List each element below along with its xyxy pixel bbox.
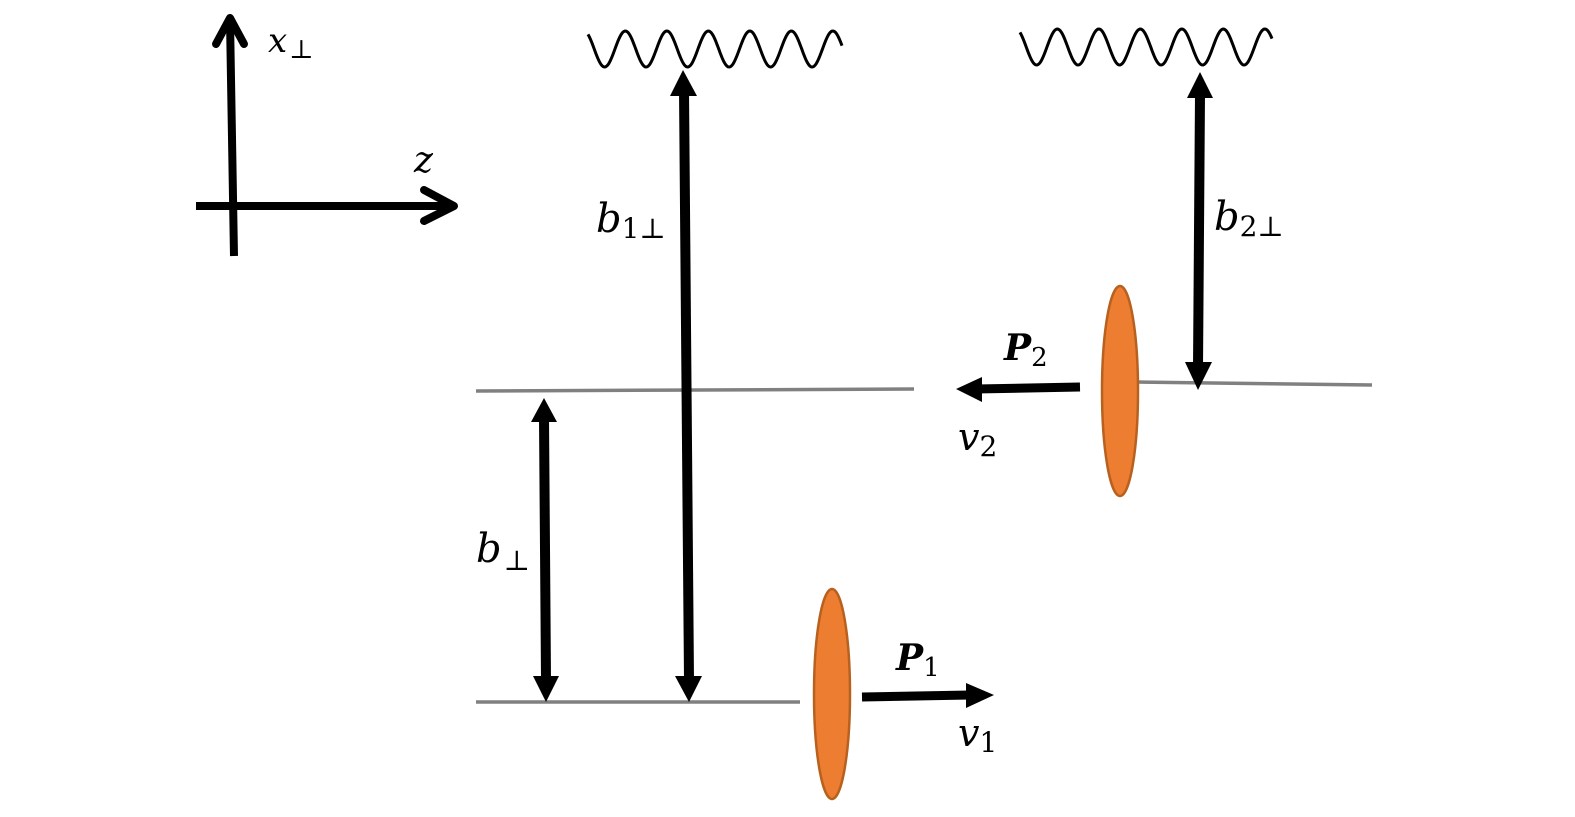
b-perp-arrow: [531, 398, 559, 702]
beam-line-upper-right: [1137, 380, 1373, 387]
p1-label: P1: [895, 637, 940, 683]
beam-line-upper-left: [475, 387, 915, 393]
x-perp-axis-label: x⊥: [268, 21, 314, 65]
photon-wave-2: [1018, 27, 1274, 67]
b-perp-arrowhead-bottom: [533, 676, 559, 702]
b-perp-arrowhead-top: [531, 398, 557, 422]
b1-perp-label: b1⊥: [596, 196, 666, 245]
nucleus-2: [1100, 284, 1140, 498]
nucleus-1: [812, 587, 852, 801]
p1-momentum-arrow: [861, 683, 994, 708]
b2-perp-label: b2⊥: [1214, 194, 1284, 243]
b1-perp-arrowhead-bottom: [675, 676, 702, 702]
x-perp-axis-line: [226, 19, 238, 257]
b1-perp-arrowhead-top: [670, 70, 697, 96]
b1-perp-arrow: [670, 70, 702, 702]
coordinate-axes: x⊥ z: [196, 14, 458, 257]
photon-wave-1: [586, 29, 844, 69]
p2-label: P2: [1003, 327, 1048, 373]
p2-momentum-arrow: [956, 377, 1081, 402]
b2-perp-arrowhead-top: [1187, 72, 1213, 98]
z-axis-arrowhead: [420, 186, 458, 225]
b-perp-label: b⊥: [476, 526, 530, 577]
p1-arrowhead: [966, 683, 994, 708]
p2-arrowhead: [956, 377, 982, 402]
v1-label: v1: [958, 711, 997, 759]
b2-perp-arrow: [1185, 72, 1213, 390]
v2-label: v2: [958, 415, 997, 463]
x-perp-axis-arrowhead: [212, 14, 248, 48]
b2-perp-arrowhead-bottom: [1185, 362, 1212, 390]
z-axis-label: z: [413, 140, 434, 181]
